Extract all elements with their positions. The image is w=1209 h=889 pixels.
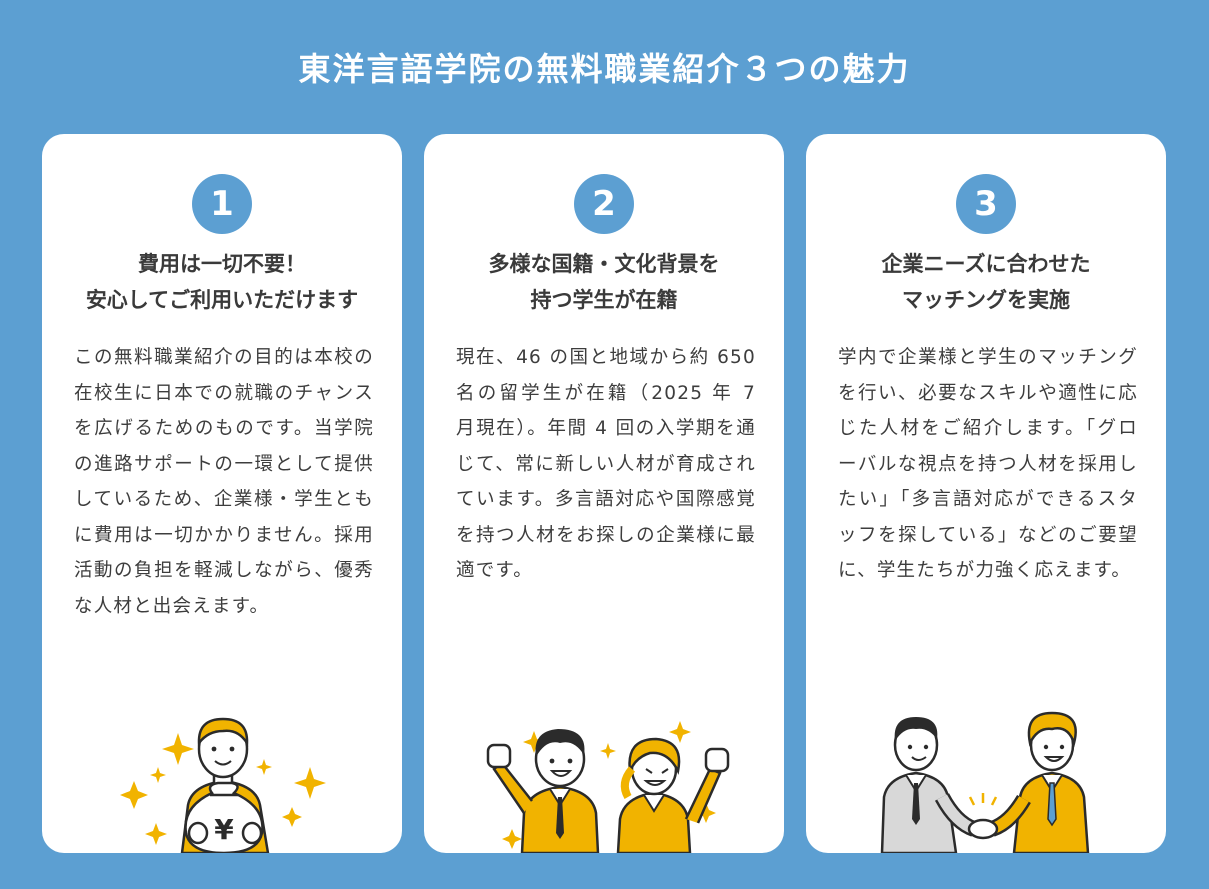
card-heading-line1: 企業ニーズに合わせた: [881, 252, 1091, 276]
feature-card-3: 3 企業ニーズに合わせた マッチングを実施 学内で企業様と学生のマッチングを行い…: [806, 134, 1166, 853]
number-badge: 1: [192, 174, 252, 234]
number-badge: 3: [956, 174, 1016, 234]
handshake-illustration: [880, 711, 1090, 853]
feature-card-2: 2 多様な国籍・文化背景を 持つ学生が在籍 現在、46 の国と地域から約 650…: [424, 134, 784, 853]
sparkle-icon: [120, 733, 326, 845]
card-heading-line2: 安心してご利用いただけます: [85, 288, 359, 312]
card-heading: 企業ニーズに合わせた マッチングを実施: [816, 246, 1156, 318]
card-heading-line2: 持つ学生が在籍: [530, 288, 678, 312]
card-heading-line1: 多様な国籍・文化背景を: [488, 252, 720, 276]
card-heading-line2: マッチングを実施: [902, 288, 1070, 312]
card-body: 学内で企業様と学生のマッチングを行い、必要なスキルや適性に応じた人材をご紹介しま…: [838, 347, 1138, 581]
card-heading-line1: 費用は一切不要！: [138, 252, 306, 276]
card-body: 現在、46 の国と地域から約 650 名の留学生が在籍（2025 年 7 月現在…: [456, 347, 756, 581]
money-bag-person-illustration: ¥: [120, 717, 326, 853]
card-body: この無料職業紹介の目的は本校の在校生に日本での就職のチャンスを広げるためのもので…: [74, 347, 374, 617]
sparkle-icon: [968, 793, 998, 806]
cheering-students-illustration: [486, 721, 730, 853]
card-heading: 費用は一切不要！ 安心してご利用いただけます: [52, 246, 392, 318]
feature-card-1: 1 費用は一切不要！ 安心してご利用いただけます この無料職業紹介の目的は本校の…: [42, 134, 402, 853]
page-title: 東洋言語学院の無料職業紹介３つの魅力: [298, 50, 911, 88]
sparkle-icon: [502, 721, 716, 849]
number-badge: 2: [574, 174, 634, 234]
yen-icon: ¥: [214, 813, 234, 846]
card-heading: 多様な国籍・文化背景を 持つ学生が在籍: [434, 246, 774, 318]
